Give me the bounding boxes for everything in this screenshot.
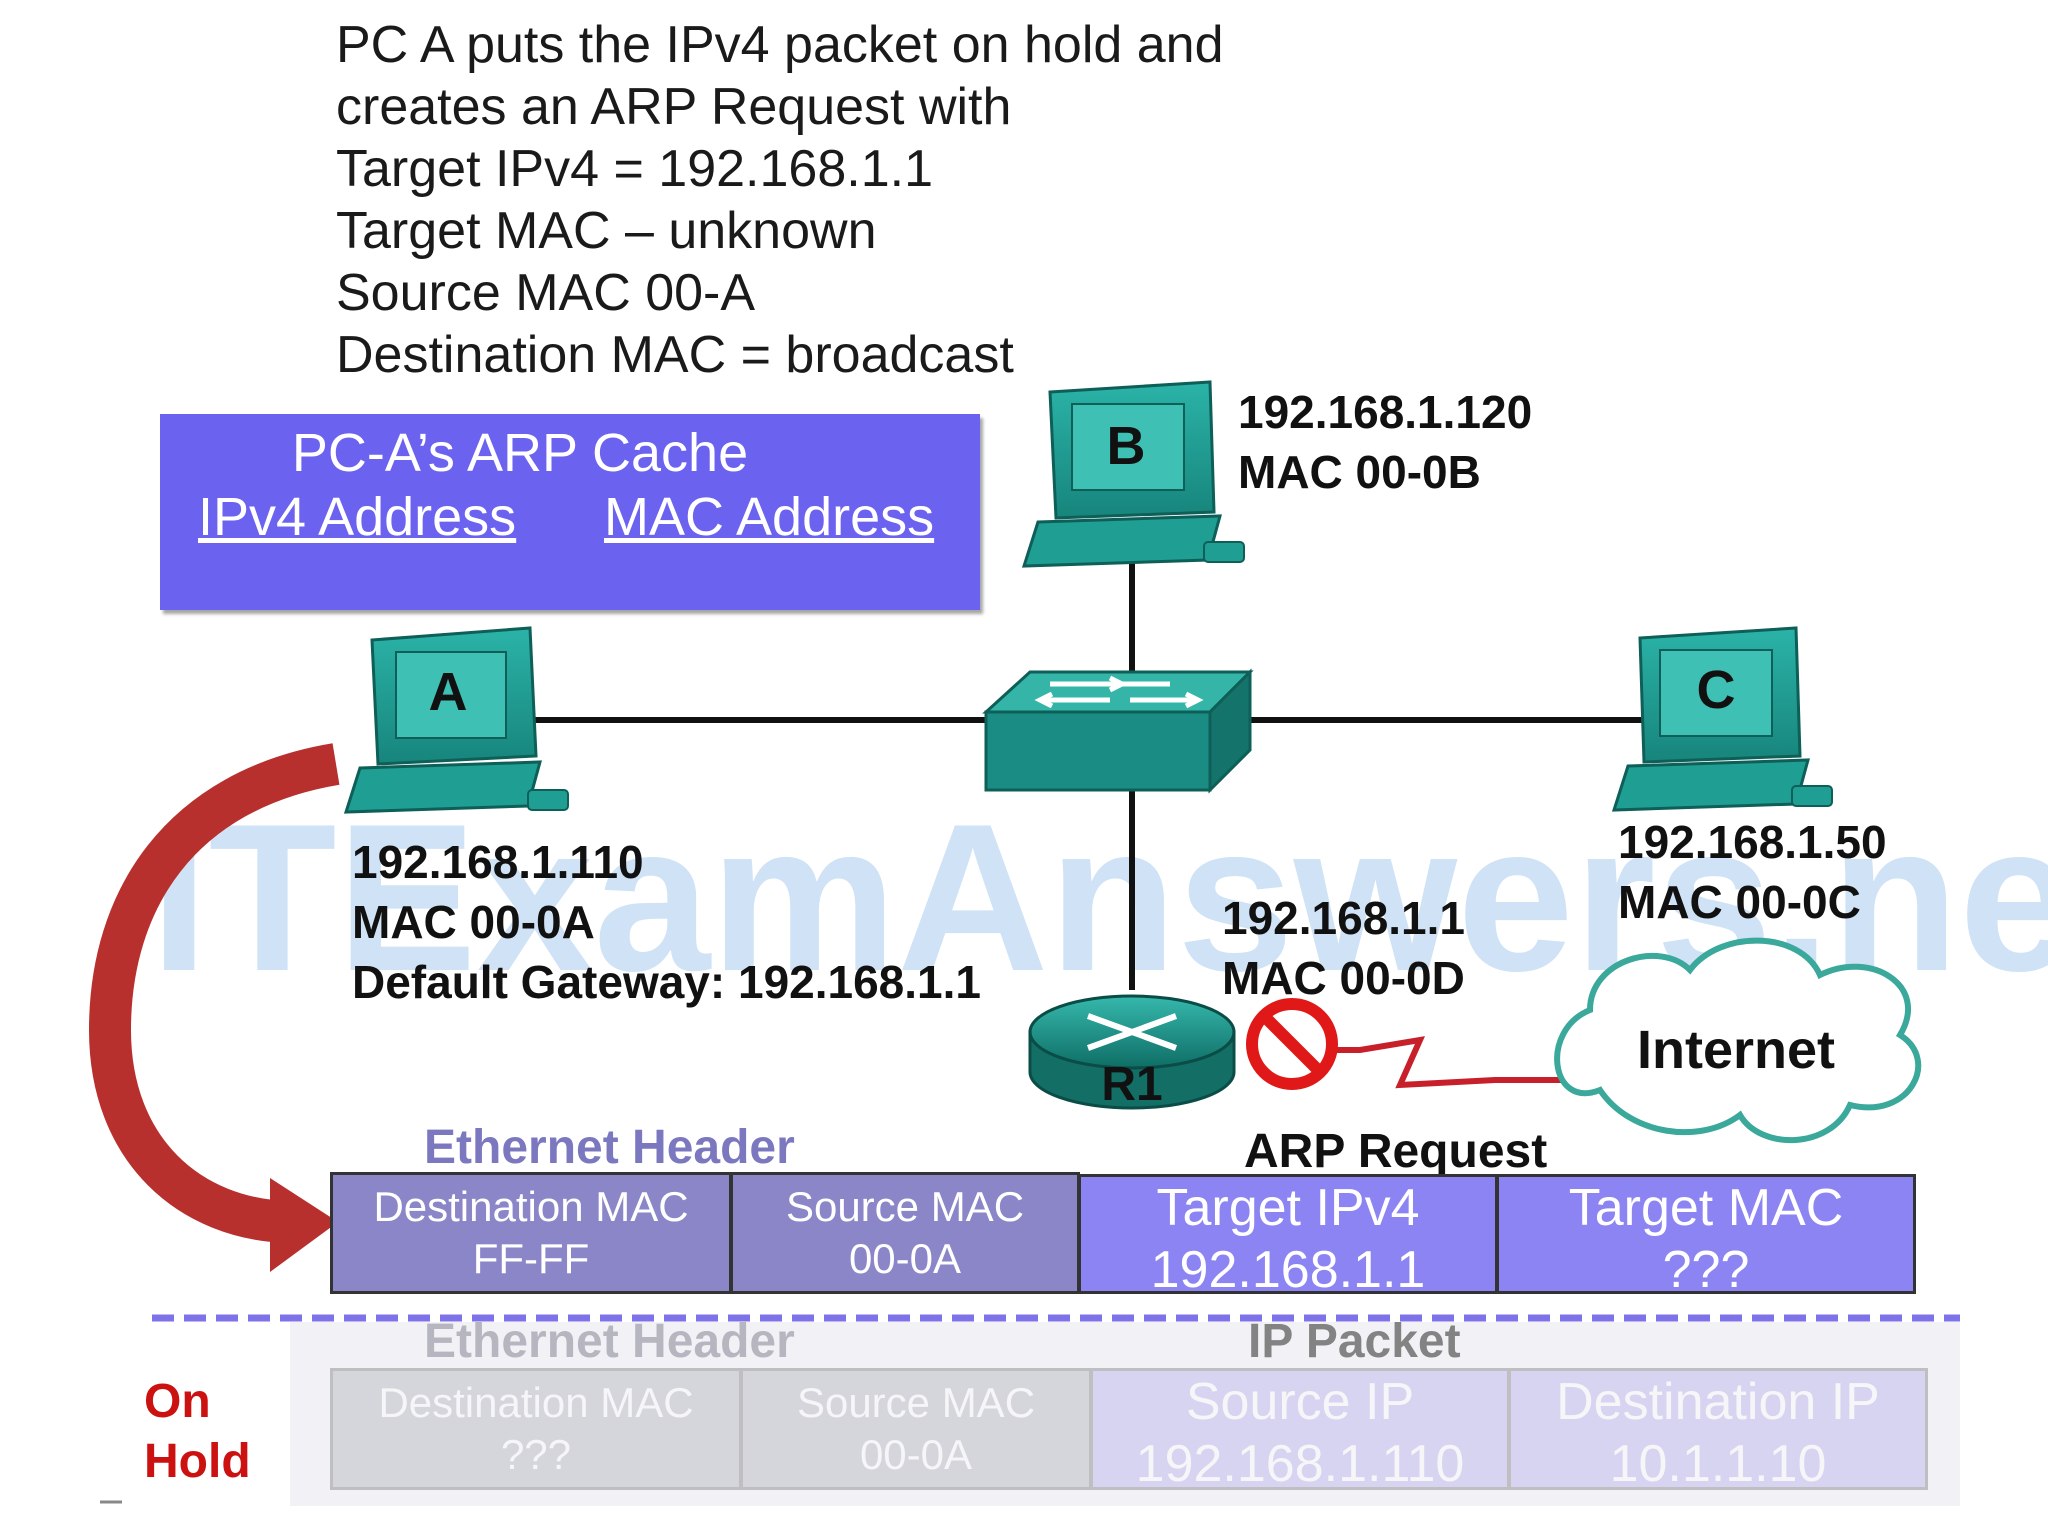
held-src-mac-value: 00-0A bbox=[859, 1431, 973, 1478]
pc-a-ip: 192.168.1.110 bbox=[352, 836, 644, 888]
pc-c-letter: C bbox=[1697, 660, 1736, 720]
switch-icon bbox=[982, 668, 1254, 794]
ethernet-links bbox=[530, 560, 1650, 990]
pc-b-icon bbox=[1021, 380, 1245, 568]
serial-link bbox=[1300, 1036, 1580, 1089]
pc-b-ip: 192.168.1.120 bbox=[1238, 386, 1533, 438]
router-icon bbox=[1028, 994, 1236, 1110]
pc-a-letter: A bbox=[429, 662, 468, 722]
pc-a-info: 192.168.1.110 MAC 00-0A Default Gateway:… bbox=[352, 832, 981, 1012]
arp-cache-col-ip: IPv4 Address bbox=[198, 487, 517, 547]
pc-a-icon bbox=[343, 626, 569, 814]
held-dst-ip-value: 10.1.1.10 bbox=[1609, 1435, 1827, 1493]
pc-c-mac: MAC 00-0C bbox=[1618, 876, 1861, 928]
cloud-label: Internet bbox=[1637, 1020, 1835, 1080]
hold-arrowhead-icon bbox=[270, 1178, 338, 1272]
intro-line: PC A puts the IPv4 packet on hold and bbox=[336, 16, 1224, 74]
intro-line: Target IPv4 = 192.168.1.1 bbox=[336, 140, 933, 198]
internet-cloud-icon bbox=[1554, 937, 1922, 1144]
router-ip: 192.168.1.1 bbox=[1222, 892, 1466, 944]
pc-b-letter: B bbox=[1107, 416, 1146, 476]
router-mac: MAC 00-0D bbox=[1222, 952, 1465, 1004]
held-dest-mac-title: Destination MAC bbox=[378, 1379, 694, 1426]
frame-dest-mac: Destination MAC FF-FF bbox=[330, 1172, 732, 1294]
intro-line: Destination MAC = broadcast bbox=[336, 326, 1014, 384]
held-dest-mac: Destination MAC ??? bbox=[330, 1368, 742, 1490]
frame-dest-mac-title: Destination MAC bbox=[373, 1183, 689, 1230]
intro-line: creates an ARP Request with bbox=[336, 78, 1012, 136]
held-dest-mac-value: ??? bbox=[500, 1431, 572, 1478]
intro-line: Target MAC – unknown bbox=[336, 202, 877, 260]
held-src-mac-title: Source MAC bbox=[796, 1379, 1036, 1426]
held-src-ip-title: Source IP bbox=[1185, 1373, 1415, 1431]
router-info: 192.168.1.1 MAC 00-0D bbox=[1222, 888, 1465, 1008]
pc-b-mac: MAC 00-0B bbox=[1238, 446, 1481, 498]
frame-target-ip-title: Target IPv4 bbox=[1156, 1179, 1420, 1237]
on-hold-line2: Hold bbox=[144, 1435, 251, 1488]
held-dst-ip: Destination IP 10.1.1.10 bbox=[1508, 1368, 1928, 1493]
frame-dest-mac-value: FF-FF bbox=[472, 1235, 590, 1282]
frame-target-ip: Target IPv4 192.168.1.1 bbox=[1078, 1174, 1498, 1299]
eth-header-label: Ethernet Header bbox=[424, 1121, 795, 1174]
held-src-ip: Source IP 192.168.1.110 bbox=[1090, 1368, 1510, 1493]
hold-arrow-icon bbox=[88, 743, 340, 1243]
arp-request-label: ARP Request bbox=[1244, 1125, 1548, 1178]
pc-a-gateway: Default Gateway: 192.168.1.1 bbox=[352, 956, 981, 1008]
router-label: R1 bbox=[1101, 1058, 1162, 1111]
arp-cache-title: PC-A’s ARP Cache bbox=[291, 423, 749, 483]
held-packet-bg bbox=[290, 1322, 1960, 1506]
frame-target-mac-value: ??? bbox=[1662, 1241, 1750, 1299]
held-ip-packet-label: IP Packet bbox=[1248, 1315, 1461, 1368]
frame-target-mac: Target MAC ??? bbox=[1496, 1174, 1916, 1299]
pc-c-info: 192.168.1.50 MAC 00-0C bbox=[1618, 812, 1887, 932]
frame-src-mac-value: 00-0A bbox=[848, 1235, 962, 1282]
frame-src-mac: Source MAC 00-0A bbox=[730, 1172, 1080, 1294]
held-dst-ip-title: Destination IP bbox=[1556, 1373, 1880, 1431]
frame-target-mac-title: Target MAC bbox=[1568, 1179, 1844, 1237]
pc-b-info: 192.168.1.120 MAC 00-0B bbox=[1238, 382, 1532, 502]
arp-cache-col-mac: MAC Address bbox=[604, 487, 935, 547]
held-eth-header-label: Ethernet Header bbox=[424, 1315, 795, 1368]
frame-target-ip-value: 192.168.1.1 bbox=[1150, 1241, 1426, 1299]
arp-cache-panel: PC-A’s ARP Cache IPv4 Address MAC Addres… bbox=[160, 414, 980, 610]
pc-c-icon bbox=[1611, 626, 1833, 812]
intro-line: Source MAC 00-A bbox=[336, 264, 756, 322]
blocked-icon bbox=[1246, 998, 1338, 1090]
on-hold-label: On Hold bbox=[144, 1372, 251, 1492]
held-src-ip-value: 192.168.1.110 bbox=[1135, 1435, 1465, 1493]
pc-c-ip: 192.168.1.50 bbox=[1618, 816, 1887, 868]
on-hold-line1: On bbox=[144, 1375, 211, 1428]
frame-src-mac-title: Source MAC bbox=[785, 1183, 1025, 1230]
intro-text: PC A puts the IPv4 packet on hold and cr… bbox=[336, 14, 1224, 386]
held-src-mac: Source MAC 00-0A bbox=[740, 1368, 1092, 1490]
pc-a-mac: MAC 00-0A bbox=[352, 896, 595, 948]
